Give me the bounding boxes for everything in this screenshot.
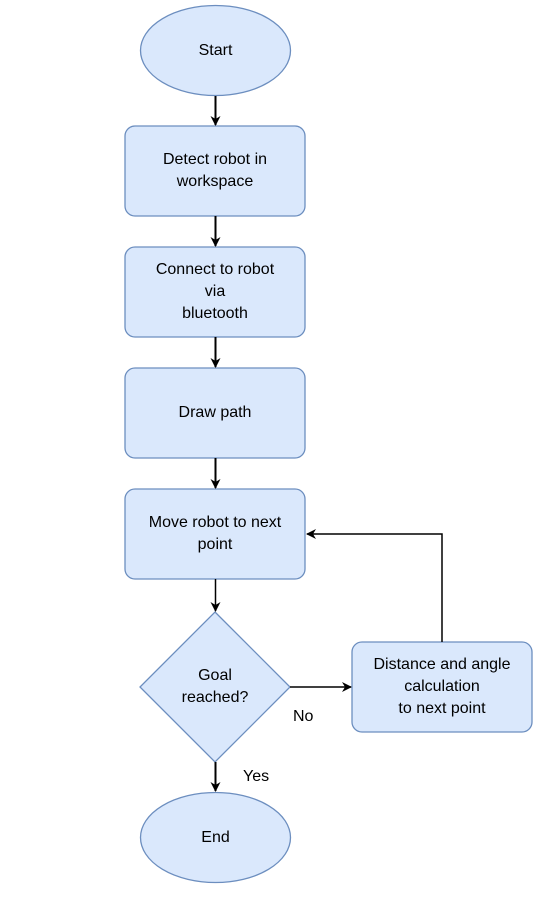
edge-label-no: No [293, 708, 314, 725]
start-node: Start [140, 5, 291, 96]
end-label: End [201, 828, 230, 846]
move-robot-label: Move robot to next point [148, 514, 282, 553]
end-node: End [140, 792, 291, 883]
edge-calc-move [306, 529, 443, 642]
detect-robot-label: Detect robot in workspace [162, 151, 268, 190]
draw-path-node: Draw path [125, 368, 305, 458]
detect-robot-node: Detect robot in workspace [125, 126, 305, 216]
connect-robot-label: Connect to robot via bluetooth [155, 261, 275, 322]
connect-robot-node: Connect to robot via bluetooth [125, 247, 305, 337]
end-shape [139, 791, 292, 884]
draw-path-label: Draw path [178, 404, 252, 421]
goal-reached-label: Goal reached? [181, 667, 249, 706]
start-shape [139, 4, 292, 97]
move-robot-node: Move robot to next point [125, 489, 305, 579]
distance-angle-node: Distance and angle calculation to next p… [352, 642, 532, 732]
edge-label-yes: Yes [243, 768, 270, 785]
distance-angle-label: Distance and angle calculation to next p… [373, 656, 511, 717]
goal-reached-node: Goal reached? [140, 612, 290, 762]
start-label: Start [198, 41, 233, 59]
